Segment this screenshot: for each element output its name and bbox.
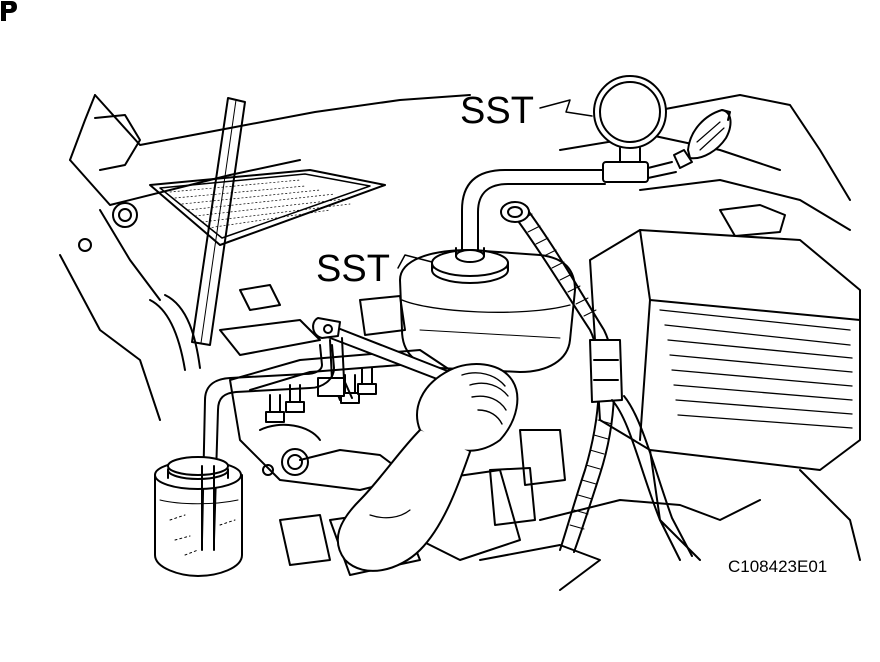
sst-leader-lines [397,99,593,269]
sst-hand-pump [673,109,732,169]
p-icon [1,1,17,21]
sst-pressure-gauge [593,75,677,183]
catch-bottle [154,456,243,577]
sst-pressure-hose [461,169,606,251]
hood-prop-rod [191,97,246,346]
corrugated-hose [500,201,623,553]
bleeder-tube [201,337,353,541]
sst-gauge-label: SST [460,90,534,132]
technician-hand [336,363,519,572]
sst-cap-label: SST [316,248,390,290]
air-cleaner-box [589,204,861,561]
hood-outline [59,94,851,421]
cowl-vent-panel [78,169,386,252]
figure-code: C108423E01 [728,557,828,576]
sst-radiator-cap-adapter [431,247,509,284]
secondary-hose [539,395,761,561]
